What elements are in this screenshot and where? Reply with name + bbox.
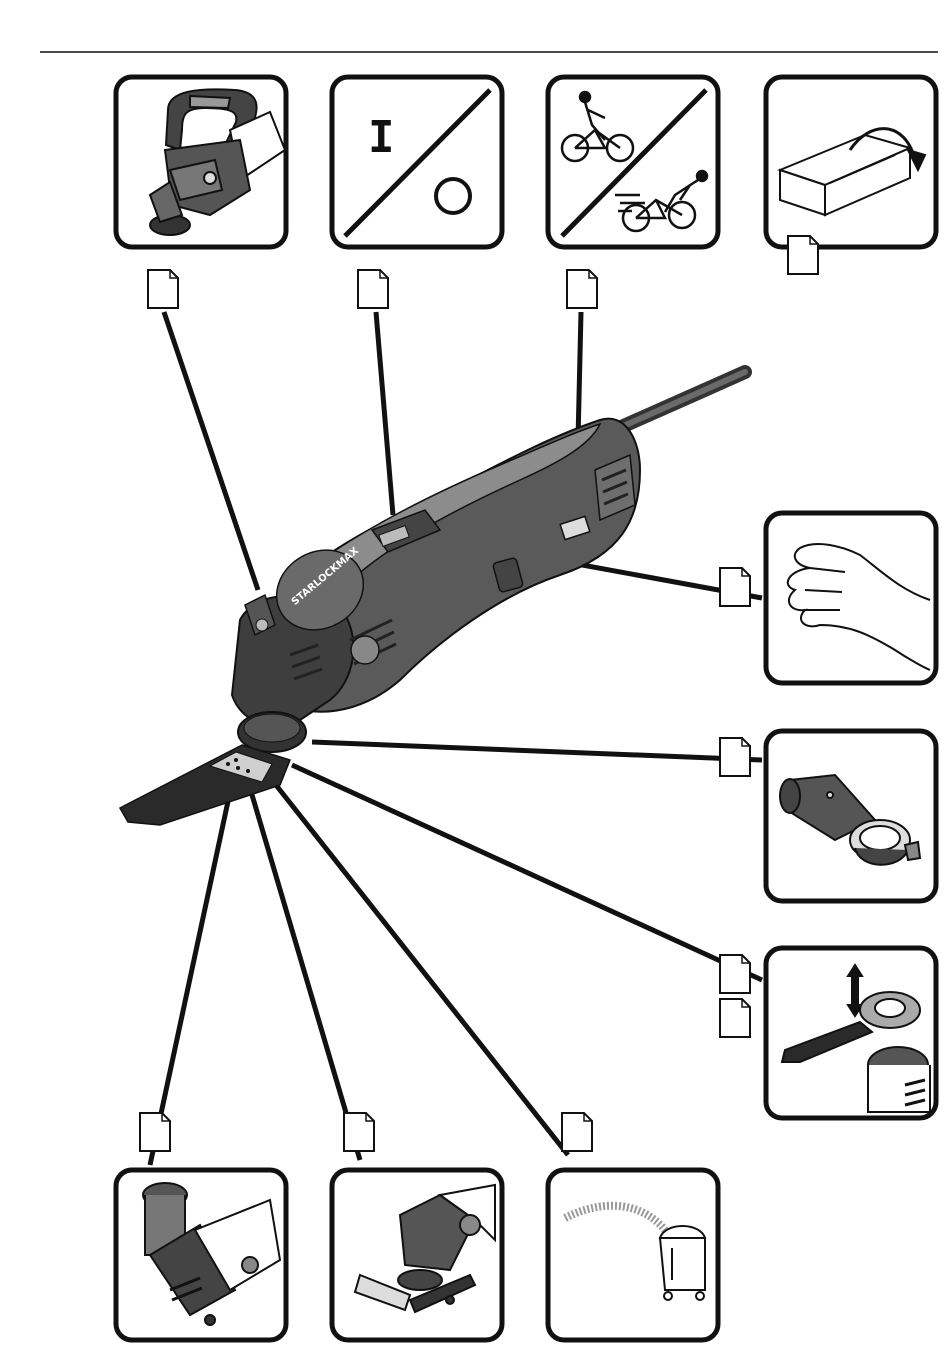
on-symbol: I — [368, 112, 395, 163]
document-icon — [720, 955, 750, 993]
document-icon — [720, 999, 750, 1037]
document-icon — [788, 236, 818, 274]
document-icon — [148, 270, 178, 308]
document-icon — [720, 738, 750, 776]
leader-switch — [376, 312, 393, 515]
leader-sanding — [250, 788, 360, 1160]
leader-depth-stop — [312, 742, 762, 760]
leader-dust-hood — [150, 792, 230, 1165]
document-icon — [358, 270, 388, 308]
document-icon — [720, 568, 750, 606]
document-icon — [562, 1113, 592, 1151]
leader-blade-change — [292, 765, 762, 980]
document-icon — [344, 1113, 374, 1151]
saw-blade — [120, 745, 290, 825]
document-icon — [140, 1113, 170, 1151]
document-icon — [567, 270, 597, 308]
leader-handle — [164, 312, 258, 590]
leader-vacuum — [272, 780, 568, 1155]
